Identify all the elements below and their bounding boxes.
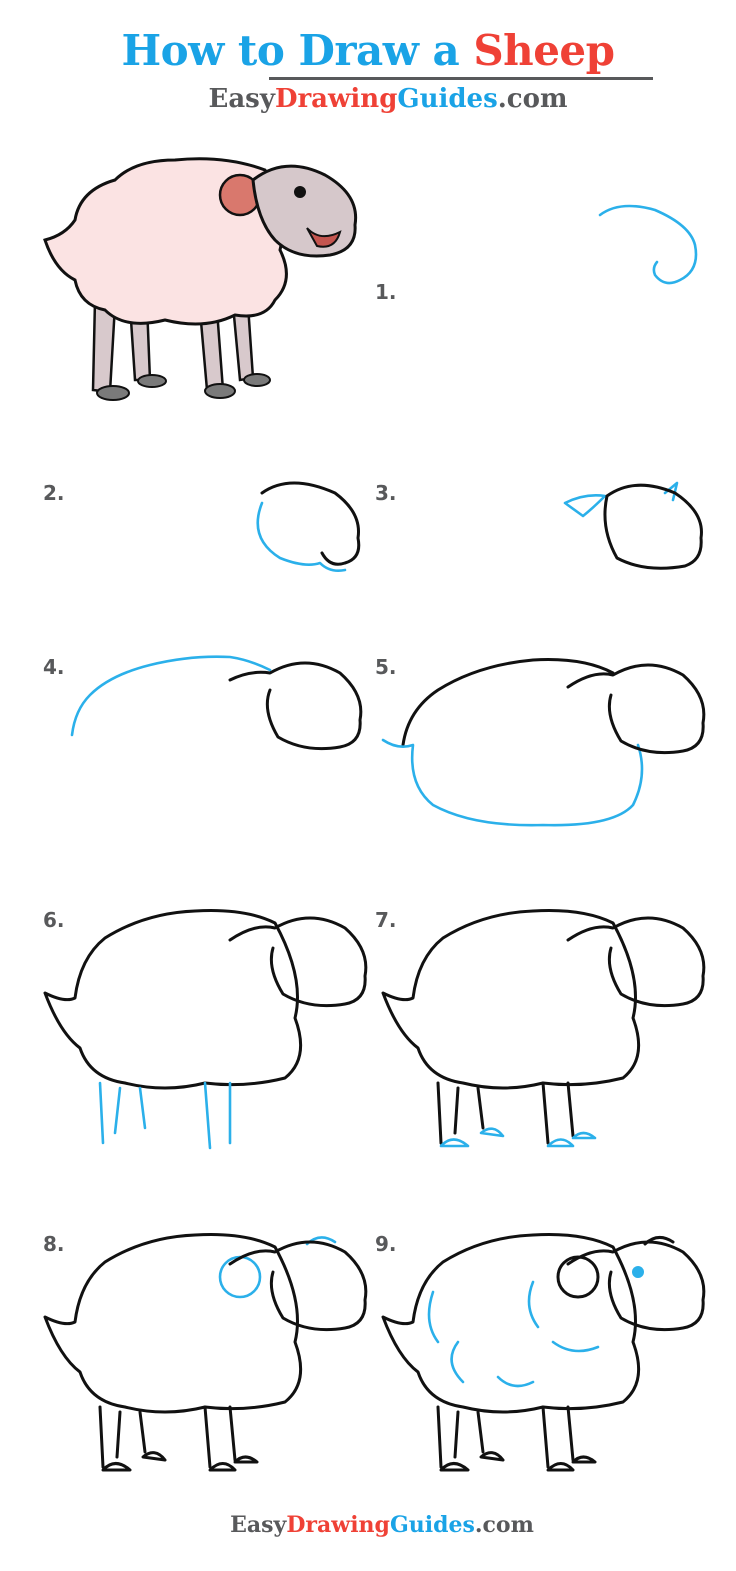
brand-guides: Guides bbox=[389, 1512, 475, 1538]
step-1-label: 1. bbox=[375, 280, 397, 304]
step-4-label: 4. bbox=[43, 655, 65, 679]
brand-guides: Guides bbox=[397, 84, 498, 114]
step-4-drawing bbox=[70, 655, 363, 751]
step-2-drawing bbox=[256, 481, 361, 572]
step-8-drawing bbox=[43, 1233, 368, 1472]
page-title: How to Draw a Sheep bbox=[0, 26, 736, 75]
brand-com: .com bbox=[474, 1512, 534, 1538]
step-7-drawing bbox=[381, 909, 706, 1148]
step-3-label: 3. bbox=[375, 481, 397, 505]
step-6-label: 6. bbox=[43, 908, 65, 932]
sheep-head-icon bbox=[251, 164, 358, 258]
step-9-drawing bbox=[381, 1233, 706, 1472]
step-1-drawing bbox=[598, 204, 698, 285]
step-5-drawing bbox=[381, 658, 706, 827]
brand-easy: Easy bbox=[208, 84, 275, 114]
brand-easy: Easy bbox=[230, 1512, 287, 1538]
brand-com: .com bbox=[497, 84, 568, 114]
title-text: How to Draw a bbox=[121, 26, 474, 75]
brand-drawing: Drawing bbox=[286, 1512, 390, 1538]
brand-drawing: Drawing bbox=[274, 84, 398, 114]
step-3-drawing bbox=[563, 481, 703, 570]
step-8-label: 8. bbox=[43, 1232, 65, 1256]
step-6-drawing bbox=[43, 909, 368, 1150]
title-divider bbox=[269, 77, 653, 80]
finished-sheep-illustration bbox=[43, 157, 358, 401]
brand-logo-top[interactable]: EasyDrawingGuides.com bbox=[0, 84, 736, 114]
step-5-label: 5. bbox=[375, 655, 397, 679]
title-subject: Sheep bbox=[473, 26, 615, 75]
brand-logo-bottom[interactable]: EasyDrawingGuides.com bbox=[0, 1512, 736, 1538]
step-7-label: 7. bbox=[375, 908, 397, 932]
step-2-label: 2. bbox=[43, 481, 65, 505]
step-9-label: 9. bbox=[375, 1232, 397, 1256]
